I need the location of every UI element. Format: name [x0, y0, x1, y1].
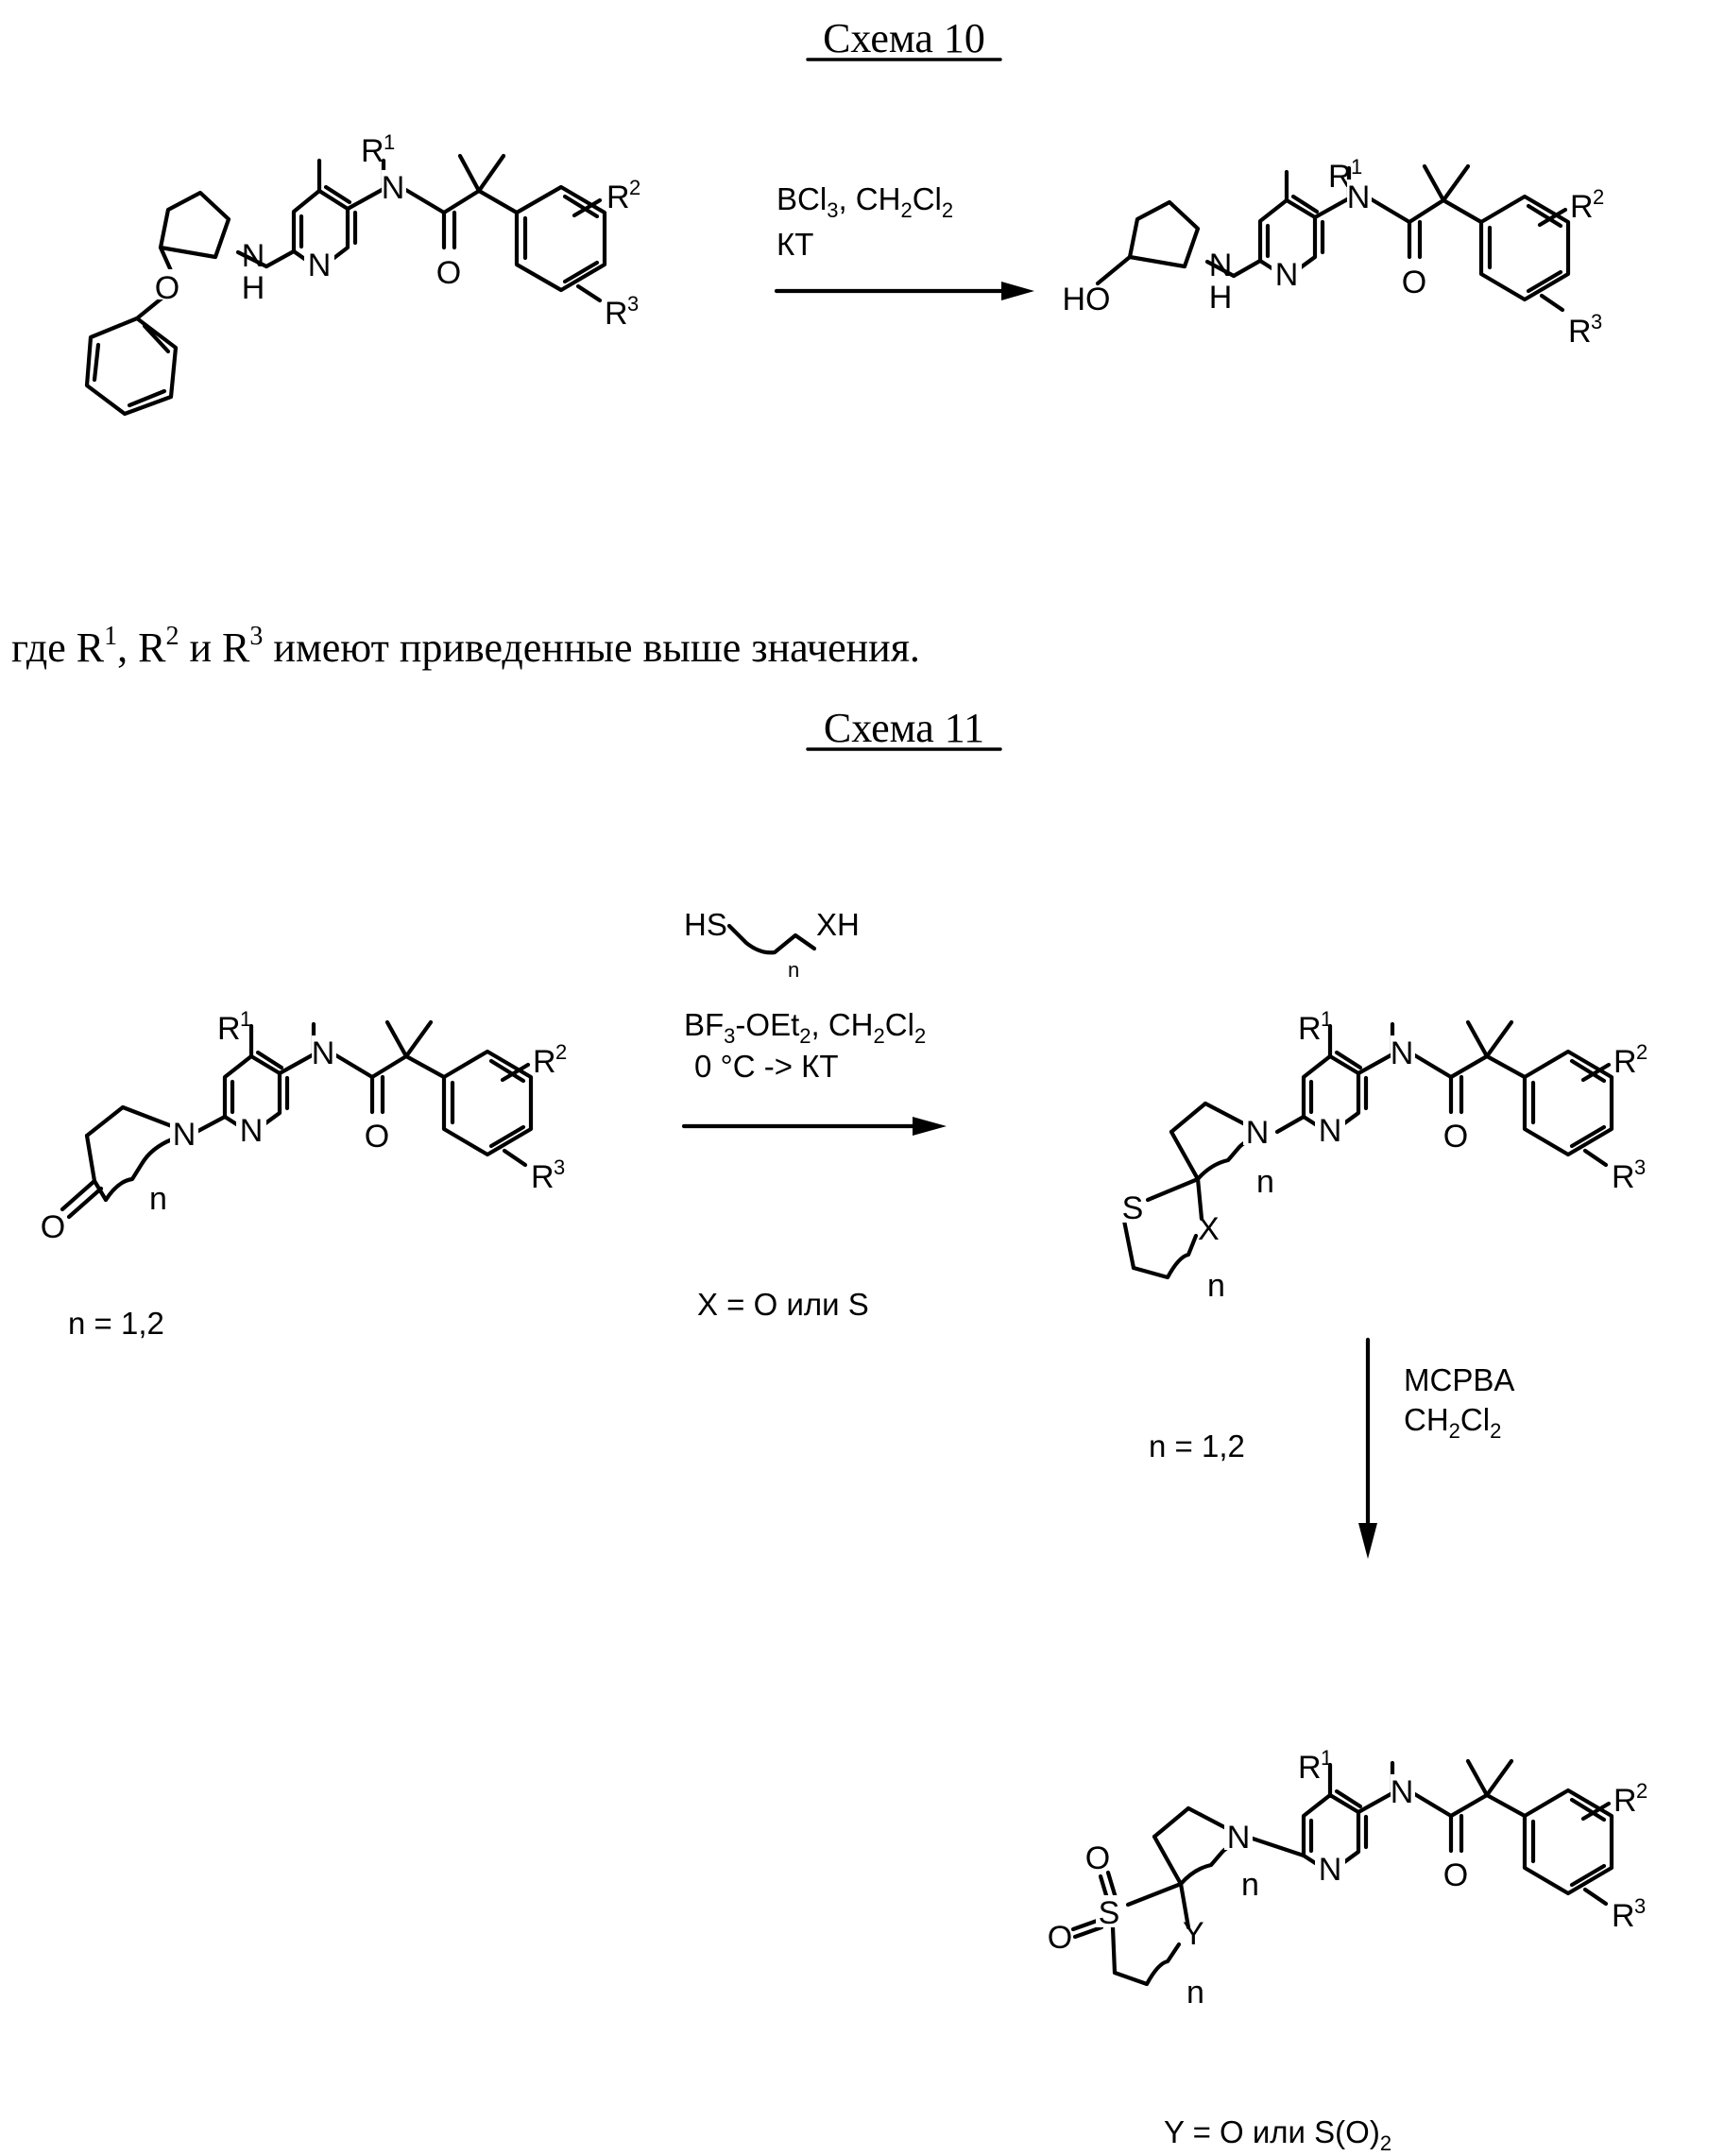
svg-text:O: O — [365, 1119, 389, 1155]
svg-text:O: O — [41, 1209, 65, 1245]
svg-text:N: N — [240, 1113, 264, 1149]
scheme10-arrow — [777, 282, 1034, 300]
svg-text:H: H — [1209, 280, 1233, 316]
svg-text:2: 2 — [1636, 1779, 1647, 1803]
svg-text:3: 3 — [554, 1155, 565, 1179]
svg-text:H: H — [242, 270, 265, 306]
svg-text:O: O — [1048, 1920, 1072, 1956]
svg-text:MCPBA: MCPBA — [1404, 1362, 1514, 1397]
scheme10-reagents: BCl3, CH2Cl2 КТ — [777, 181, 953, 262]
svg-text:1: 1 — [1321, 1007, 1332, 1031]
svg-text:N: N — [1391, 1035, 1414, 1071]
svg-text:R: R — [1613, 1783, 1637, 1819]
svg-text:N: N — [308, 248, 332, 283]
svg-text:R: R — [531, 1159, 555, 1195]
svg-text:R: R — [1568, 314, 1592, 350]
oxidation-reagents: MCPBA CH2Cl2 n = 1,2 — [1149, 1362, 1514, 1463]
svg-text:S: S — [1122, 1190, 1144, 1226]
svg-text:R: R — [1298, 1011, 1322, 1047]
svg-text:R: R — [1298, 1750, 1322, 1786]
svg-text:R: R — [1613, 1044, 1637, 1080]
svg-text:Схема 11: Схема 11 — [824, 705, 984, 751]
molecule-benzyl-ether: N N H O R1 N O R2 R3 — [87, 130, 640, 414]
svg-text:HS: HS — [684, 907, 727, 942]
svg-text:1: 1 — [240, 1007, 251, 1031]
scheme10-conditions: КТ — [777, 227, 813, 262]
svg-text:N: N — [382, 170, 405, 206]
svg-text:R: R — [1570, 189, 1594, 225]
svg-text:N: N — [1275, 257, 1299, 293]
oxidation-arrow — [1358, 1340, 1377, 1559]
svg-text:N: N — [242, 238, 265, 274]
svg-text:N: N — [1347, 180, 1371, 215]
svg-text:3: 3 — [1634, 1155, 1646, 1179]
svg-text:R: R — [606, 180, 630, 215]
svg-text:X: X — [1198, 1211, 1220, 1247]
svg-text:HO: HO — [1063, 282, 1111, 317]
molecule-sulfone: N N S O O Y n n R1 N O R2 R3 — [1048, 1746, 1647, 2011]
svg-text:CH2Cl2: CH2Cl2 — [1404, 1402, 1501, 1443]
svg-text:N: N — [173, 1117, 196, 1153]
svg-text:O: O — [1085, 1840, 1110, 1876]
svg-text:R: R — [361, 133, 384, 169]
svg-text:R: R — [1612, 1898, 1635, 1934]
svg-text:S: S — [1099, 1895, 1120, 1931]
scheme10-note: где R1, R2 и R3 имеют приведенные выше з… — [11, 622, 920, 671]
svg-text:R: R — [217, 1011, 241, 1047]
svg-text:n: n — [1207, 1268, 1225, 1304]
svg-text:O: O — [1443, 1857, 1468, 1893]
svg-text:n: n — [1186, 1975, 1204, 2011]
svg-text:O: O — [436, 255, 461, 291]
svg-text:N: N — [1319, 1852, 1342, 1888]
svg-text:2: 2 — [629, 176, 640, 199]
scheme11-arrow — [684, 1117, 947, 1136]
svg-text:R: R — [533, 1044, 556, 1080]
scheme11-reagents: HS XH n BF3-OEt2, CH2Cl2 0 °C -> КТ X = … — [684, 907, 926, 1322]
svg-text:O: O — [1402, 265, 1426, 300]
svg-text:1: 1 — [384, 130, 395, 154]
svg-text:2: 2 — [555, 1040, 567, 1064]
svg-text:2: 2 — [1636, 1040, 1647, 1064]
x-definition: X = O или S — [697, 1287, 869, 1322]
svg-text:1: 1 — [1351, 155, 1362, 179]
svg-text:N: N — [312, 1035, 335, 1071]
svg-text:2: 2 — [1593, 185, 1604, 209]
svg-text:N: N — [1227, 1820, 1251, 1856]
svg-text:1: 1 — [1321, 1746, 1332, 1770]
svg-text:3: 3 — [627, 292, 639, 316]
svg-text:3: 3 — [1591, 310, 1602, 334]
molecule-ketone: N N O n R1 N O R2 R3 n = 1,2 — [41, 1007, 567, 1341]
svg-text:N: N — [1209, 248, 1233, 283]
svg-text:Y: Y — [1183, 1916, 1204, 1952]
svg-text:R: R — [605, 296, 628, 332]
scheme10-title: Схема 10 — [808, 15, 1000, 61]
molecule-alcohol: N N H HO R1 N O R2 R3 — [1063, 155, 1605, 350]
svg-text:XH: XH — [816, 907, 860, 942]
scheme11-title: Схема 11 — [808, 705, 1000, 751]
svg-text:N: N — [1319, 1113, 1342, 1149]
svg-text:n: n — [1256, 1164, 1274, 1200]
svg-text:O: O — [1443, 1119, 1468, 1155]
svg-text:Схема 10: Схема 10 — [823, 15, 985, 61]
svg-text:3: 3 — [1634, 1894, 1646, 1918]
n-definition-right: n = 1,2 — [1149, 1429, 1245, 1463]
svg-text:n: n — [149, 1181, 167, 1217]
svg-text:R: R — [1612, 1159, 1635, 1195]
svg-text:N: N — [1391, 1774, 1414, 1810]
svg-text:N: N — [1246, 1115, 1270, 1151]
scheme11-conditions: 0 °C -> КТ — [694, 1049, 839, 1084]
svg-text:n: n — [788, 958, 799, 982]
n-definition-left: n = 1,2 — [68, 1306, 164, 1341]
molecule-thioketal: N N S X n n R1 N O R2 R3 — [1119, 1007, 1647, 1304]
svg-text:n: n — [1241, 1867, 1259, 1903]
svg-text:BF3-OEt2, CH2Cl2: BF3-OEt2, CH2Cl2 — [684, 1007, 926, 1048]
svg-text:BCl3, CH2Cl2: BCl3, CH2Cl2 — [777, 181, 953, 222]
y-definition: Y = O или S(O)2 — [1164, 2114, 1391, 2155]
svg-text:O: O — [155, 270, 179, 306]
